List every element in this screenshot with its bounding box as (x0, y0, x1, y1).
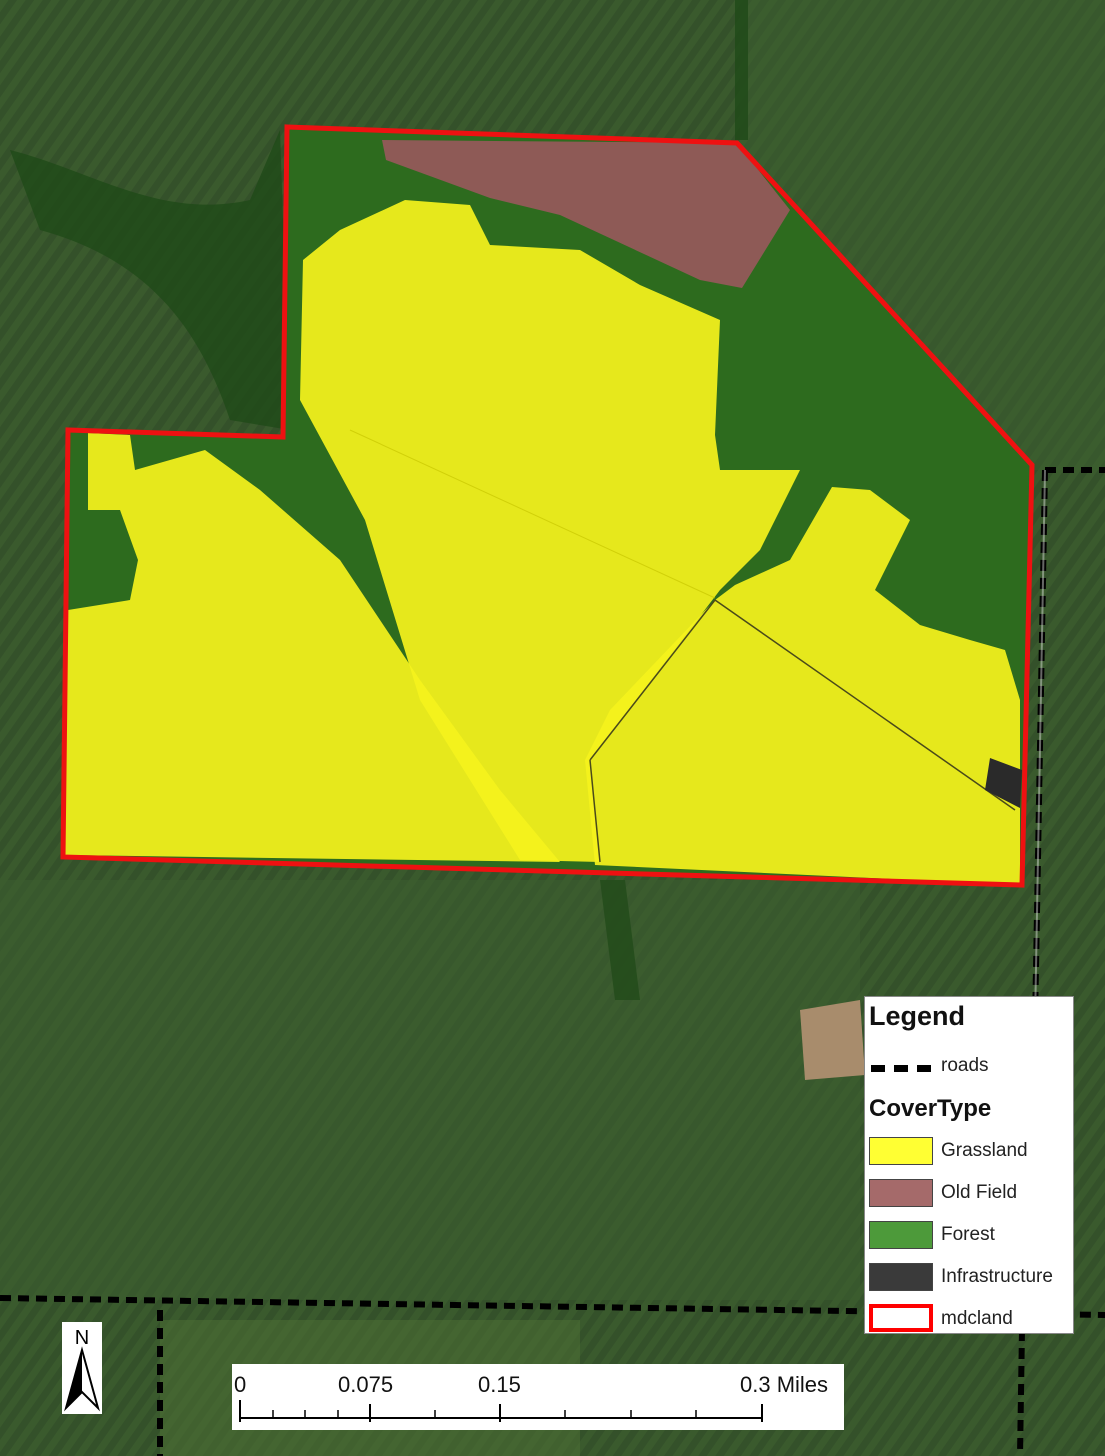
legend-swatch-forest (869, 1221, 933, 1249)
tree-line-west (10, 130, 290, 430)
north-label: N (75, 1327, 89, 1349)
legend-swatch-infrastructure (869, 1263, 933, 1291)
infrastructure-area (985, 758, 1022, 808)
scale-bar-ruler (239, 1400, 763, 1422)
legend-roads-swatch (871, 1065, 931, 1072)
legend-title: Legend (869, 1001, 966, 1031)
scale-tick-3: 0.3 Miles (740, 1372, 829, 1397)
scale-tick-1: 0.075 (338, 1372, 394, 1397)
legend-label-mdcland: mdcland (941, 1308, 1013, 1329)
scale-tick-0: 0 (234, 1372, 247, 1397)
legend-label-grassland: Grassland (941, 1140, 1028, 1161)
legend-label-old-field: Old Field (941, 1182, 1018, 1203)
legend-cover-title: CoverType (869, 1095, 992, 1122)
grassland-west (63, 433, 560, 862)
legend-label-infrastructure: Infrastructure (941, 1266, 1053, 1287)
property-boundary (60, 124, 1035, 888)
legend-label-forest: Forest (941, 1224, 995, 1245)
legend-swatch-grassland (869, 1137, 933, 1165)
legend-swatch-mdcland (869, 1304, 933, 1332)
legend-roads-label: roads (941, 1055, 989, 1076)
scale-tick-2: 0.15 (478, 1372, 521, 1397)
drainage (600, 880, 640, 1000)
map-legend: Legend roads CoverType Grassland Old Fie… (864, 996, 1074, 1334)
tree-line-east (735, 0, 748, 140)
legend-roads-row: roads (865, 1055, 1073, 1079)
grassland-subdivision (349, 429, 716, 599)
pond (800, 1000, 865, 1080)
north-arrow-icon: N (62, 1322, 102, 1414)
grassland-east (585, 487, 1020, 885)
grassland-division-line (589, 599, 1016, 863)
old-field-area (382, 140, 790, 288)
aerial-field-west (0, 880, 860, 1300)
scale-bar: 0 0.075 0.15 0.3 Miles (232, 1364, 844, 1430)
legend-swatch-old-field (869, 1179, 933, 1207)
